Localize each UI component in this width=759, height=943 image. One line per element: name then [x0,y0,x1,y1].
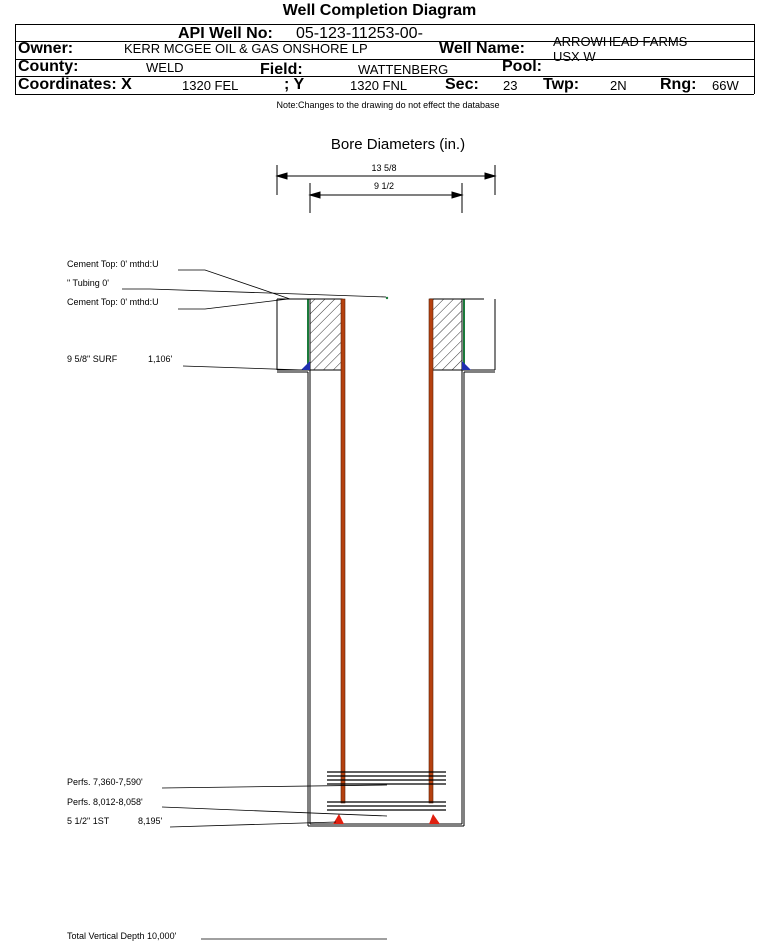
surface-shoe-left [301,361,310,370]
coordinates-label: Coordinates: X [18,76,132,93]
pool-label: Pool: [502,58,542,75]
api-well-label: API Well No: [178,25,273,42]
header-row-divider-2 [15,59,754,60]
perforations-lower [327,801,446,811]
header-border-top [15,24,754,25]
field-value: WATTENBERG [358,62,449,77]
twp-label: Twp: [543,76,580,93]
wellhead-marker [385,296,389,300]
production-casing-depth: 8,195' [138,816,163,826]
cement-annulus-right [429,298,463,371]
production-casing-label: 5 1/2" 1ST [67,816,110,826]
production-shoe-left [333,814,344,824]
header-border-bottom [15,94,754,95]
inner-diameter-dimension [308,183,464,213]
production-shoe-right [429,814,440,824]
cement-top-label-1: Cement Top: 0' mthd:U [67,259,159,269]
leader-lines [122,269,388,940]
outer-diameter-dimension [275,165,497,195]
rng-value: 66W [712,78,739,93]
well-name-value-line2: USX W [553,49,596,64]
twp-value: 2N [610,78,627,93]
tubing-left [340,298,346,804]
well-name-label: Well Name: [439,40,525,57]
bore-diameters-title: Bore Diameters (in.) [331,136,465,153]
api-well-value: 05-123-11253-00- [296,25,423,42]
tubing-right [428,298,434,804]
outer-diameter-label: 13 5/8 [371,163,396,173]
county-label: County: [18,58,79,75]
perfs-label-2: Perfs. 8,012-8,058' [67,797,143,807]
header-row-divider-3 [15,76,754,77]
production-hole [307,370,465,827]
sec-value: 23 [503,78,518,93]
surface-casing-depth: 1,106' [148,354,173,364]
cement-top-label-2: Cement Top: 0' mthd:U [67,297,159,307]
database-note: Note:Changes to the drawing do not effec… [276,100,500,110]
perforations-upper [327,771,446,785]
cement-annulus-left [309,298,343,371]
surface-shoe-right [462,361,471,370]
tubing-label: " Tubing 0' [67,278,109,288]
header-row-divider-1 [15,41,754,42]
owner-value: KERR MCGEE OIL & GAS ONSHORE LP [124,41,368,56]
inner-diameter-label: 9 1/2 [374,181,394,191]
field-label: Field: [260,61,303,78]
y-value: 1320 FNL [350,78,408,93]
well-name-value-line1: ARROWHEAD FARMS [553,34,688,49]
header-border-right [754,24,755,94]
x-value: 1320 FEL [182,78,239,93]
owner-label: Owner: [18,40,74,57]
diagram-title: Well Completion Diagram [282,2,477,19]
surface-casing-label: 9 5/8" SURF [67,354,118,364]
total-vertical-depth-label: Total Vertical Depth 10,000' [67,931,177,941]
y-label: ; Y [284,76,305,93]
county-value: WELD [146,60,184,75]
perfs-label-1: Perfs. 7,360-7,590' [67,777,143,787]
header-border-left [15,24,16,94]
sec-label: Sec: [445,76,479,93]
rng-label: Rng: [660,76,697,93]
